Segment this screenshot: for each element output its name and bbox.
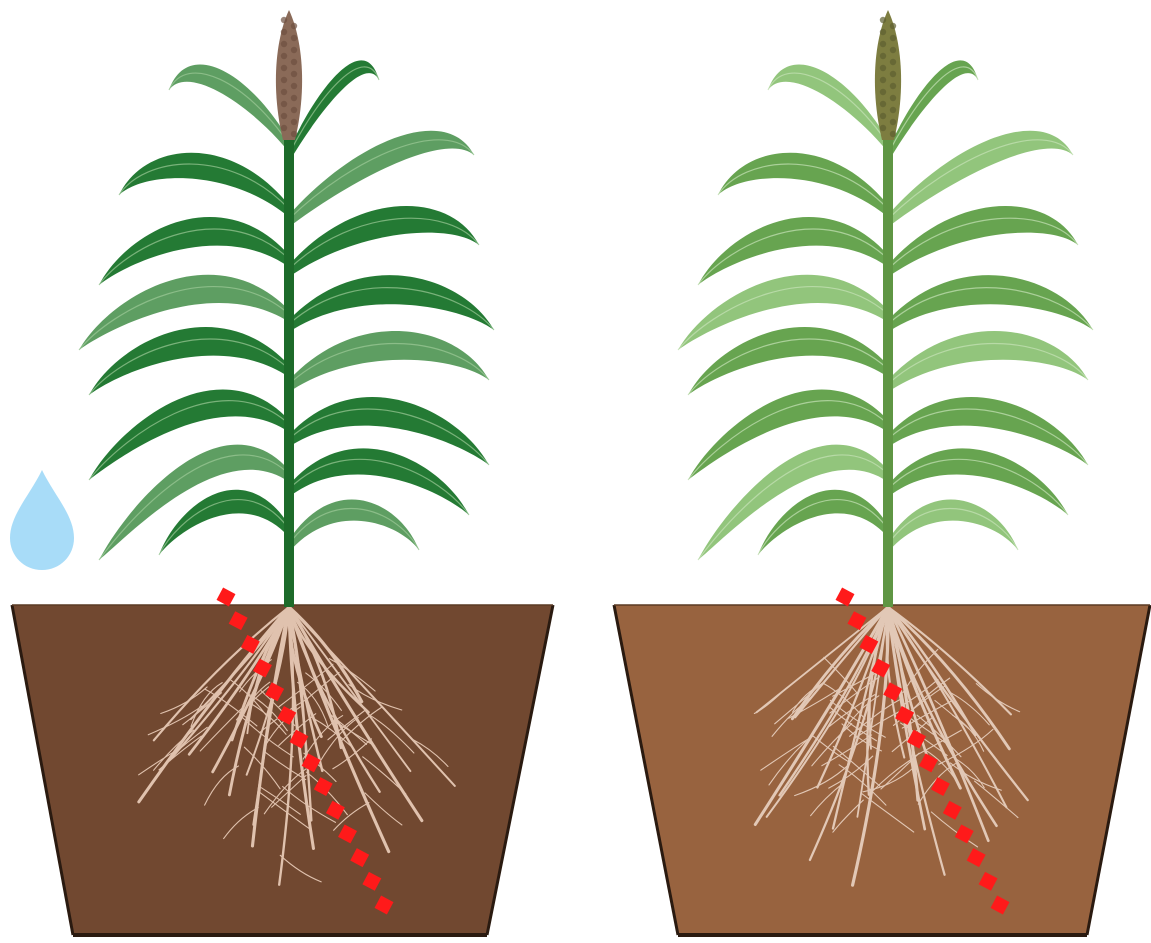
- panicle-grain: [291, 119, 297, 125]
- water-drop-icon: [10, 470, 74, 570]
- panicle-grain: [880, 101, 886, 107]
- panicle-grain: [890, 35, 896, 41]
- panicle-grain: [890, 83, 896, 89]
- stem: [883, 120, 893, 607]
- panicle-grain: [880, 17, 886, 23]
- panicle-grain: [880, 29, 886, 35]
- leaf: [169, 64, 289, 152]
- panicle-grain: [890, 71, 896, 77]
- panicle-grain: [281, 77, 287, 83]
- panicle-grain: [890, 59, 896, 65]
- panicle-grain: [880, 113, 886, 119]
- panicle-grain: [890, 131, 896, 137]
- leaf: [758, 490, 888, 555]
- leaf: [888, 448, 1068, 515]
- leaf: [289, 448, 469, 515]
- panicle-grain: [281, 125, 287, 131]
- panicle-grain: [880, 89, 886, 95]
- panicle-grain: [291, 35, 297, 41]
- panicle-grain: [291, 107, 297, 113]
- leaf: [888, 60, 978, 162]
- leaf-midrib: [169, 73, 289, 144]
- panicle-grain: [890, 107, 896, 113]
- panicle-grain: [281, 89, 287, 95]
- seed-head: [875, 10, 901, 140]
- panicle-grain: [281, 41, 287, 47]
- panicle: [875, 10, 901, 140]
- leaf: [289, 206, 479, 277]
- panicle-grain: [880, 77, 886, 83]
- leaf: [688, 327, 888, 395]
- panicle-grain: [890, 23, 896, 29]
- panicle-grain: [281, 65, 287, 71]
- panicle-grain: [291, 47, 297, 53]
- panicle-grain: [281, 17, 287, 23]
- leaf: [99, 217, 289, 285]
- leaf: [289, 60, 379, 162]
- leaf: [289, 331, 489, 392]
- panicle-grain: [880, 53, 886, 59]
- panicle-grain: [291, 71, 297, 77]
- seed-head: [276, 10, 302, 140]
- leaf: [119, 153, 289, 217]
- root-depth-marker: [217, 588, 236, 607]
- stem: [284, 120, 294, 607]
- panicle-grain: [291, 95, 297, 101]
- panicle-grain: [291, 23, 297, 29]
- panicle-grain: [880, 41, 886, 47]
- root-depth-marker: [836, 588, 855, 607]
- panicle-grain: [281, 101, 287, 107]
- panicle-grain: [880, 125, 886, 131]
- leaf: [768, 64, 888, 152]
- panicle-grain: [890, 95, 896, 101]
- leaf: [888, 331, 1088, 392]
- panicle-grain: [281, 29, 287, 35]
- leaf: [698, 217, 888, 285]
- drought-plant-panel: [614, 10, 1150, 935]
- panicle-grain: [281, 53, 287, 59]
- panicle-grain: [890, 47, 896, 53]
- panicle-grain: [291, 83, 297, 89]
- leaf-midrib: [768, 73, 888, 144]
- panicle: [276, 10, 302, 140]
- leaf: [89, 327, 289, 395]
- panicle-grain: [291, 131, 297, 137]
- leaf: [718, 153, 888, 217]
- panicle-grain: [880, 65, 886, 71]
- panicle-grain: [291, 59, 297, 65]
- watered-plant-panel: [10, 10, 553, 935]
- panicle-grain: [281, 113, 287, 119]
- leaf: [888, 206, 1078, 277]
- leaf: [159, 490, 289, 555]
- panicle-grain: [890, 119, 896, 125]
